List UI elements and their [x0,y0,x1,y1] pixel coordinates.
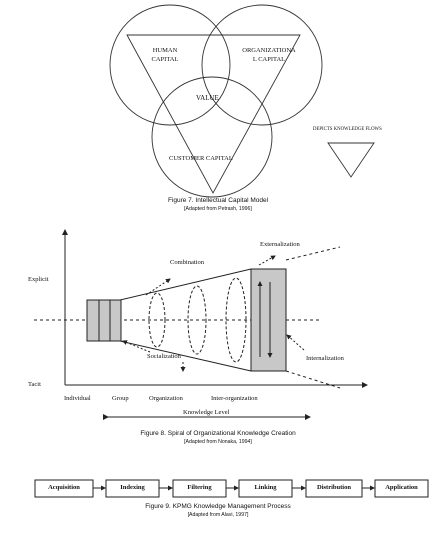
legend-label: DEPICTS KNOWLEDGE FLOWS [313,127,382,132]
organizational-capital-circle [201,4,323,126]
spiral-ellipse-1 [148,292,166,348]
level-group: Group [112,395,129,402]
step-indexing: Indexing [120,484,145,491]
externalization-label: Externalization [260,241,300,248]
legend-triangle-icon [327,142,375,178]
cone-lower-edge [119,340,252,372]
figure7-source: [Adapted from Petrash, 1996] [184,206,252,212]
process-box-application [374,479,429,498]
step-linking: Linking [254,484,277,491]
figure7-caption: Figure 7. Intellectual Capital Model [167,197,269,204]
spiral-ellipse-3 [225,277,247,363]
human-capital-label-line1: HUMAN [152,47,178,54]
externalization-arrow [258,255,276,266]
cone-upper-edge [119,268,252,301]
step-filtering: Filtering [187,484,212,491]
value-label: VALUE [196,94,219,102]
step-application: Application [385,484,418,491]
socialization-arrow-left [122,340,151,353]
level-organization: Organization [149,395,183,402]
socialization-label: Socialization [147,353,181,360]
customer-capital-label: CUSTOMER CAPITAL [169,155,233,162]
customer-capital-circle [151,76,273,198]
figure9-caption: Figure 9. KPMG Knowledge Management Proc… [145,503,291,510]
level-inter-organization: Inter-organization [211,395,258,402]
internalization-label: Internalization [306,355,344,362]
knowledge-flow-triangle [126,34,301,194]
spiral-ellipse-2 [187,285,207,355]
figure8-source: [Adapted from Nonaka, 1994] [184,439,252,445]
knowledge-level-label: Knowledge Level [183,409,230,416]
combination-label: Combination [170,259,204,266]
human-capital-label-line2: CAPITAL [151,56,179,63]
figure9-source: [Adapted from Alavi, 1997] [187,512,249,518]
human-capital-circle [109,4,231,126]
human-capital-label: HUMAN CAPITAL [143,46,187,64]
figure8-caption: Figure 8. Spiral of Organizational Knowl… [140,430,296,437]
organizational-capital-label: ORGANIZATIONA L CAPITAL [232,46,306,64]
organizational-capital-label-line2: L CAPITAL [252,56,286,63]
level-individual: Individual [64,395,91,402]
step-acquisition: Acquisition [48,484,80,491]
tacit-axis-label: Tacit [28,381,41,388]
organizational-capital-label-line1: ORGANIZATIONA [242,47,296,54]
group-box-2 [109,299,122,342]
combination-arrow [145,278,171,296]
explicit-axis-label: Explicit [28,276,49,283]
step-distribution: Distribution [317,484,351,491]
